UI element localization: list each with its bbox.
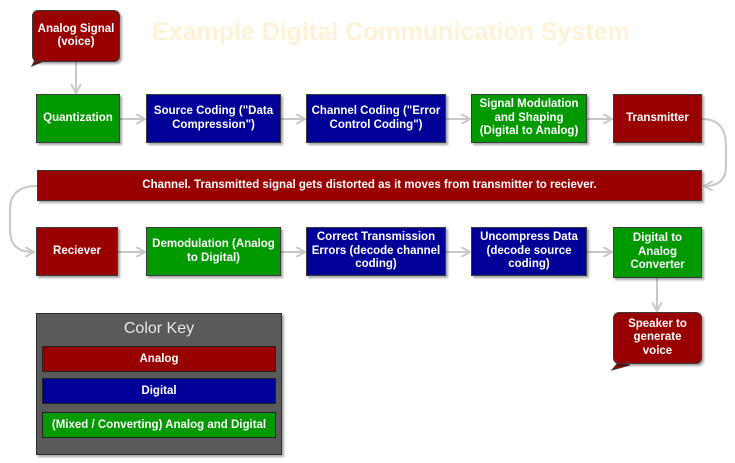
color-key-digital: Digital [42,378,276,404]
analog-signal-voice-box: Analog Signal (voice) [32,10,120,62]
digital-to-analog-converter-box: Digital to Analog Converter [613,227,702,278]
uncompress-data-box: Uncompress Data (decode source coding) [471,227,587,276]
correct-transmission-errors-box: Correct Transmission Errors (decode chan… [306,227,446,276]
transmitter-box: Transmitter [613,94,702,143]
demodulation-box: Demodulation (Analog to Digital) [146,227,281,276]
diagram-title: Example Digital Communication System [152,18,630,46]
color-key-title: Color Key [123,320,195,337]
color-key-analog: Analog [42,346,276,372]
arrow-transmitter-to-channel [701,118,727,186]
reciever-box: Reciever [36,227,118,276]
source-coding-box: Source Coding ("Data Compression") [146,94,281,143]
speaker-callout-tail [610,362,631,371]
channel-bar: Channel. Transmitted signal gets distort… [37,170,702,201]
signal-modulation-box: Signal Modulation and Shaping (Digital t… [471,94,587,143]
color-key-mixed: (Mixed / Converting) Analog and Digital [42,412,276,438]
channel-coding-box: Channel Coding ("Error Control Coding") [306,94,446,143]
arrow-channel-to-reciever [9,185,38,252]
color-key-panel: Color Key Analog Digital (Mixed / Conver… [36,313,282,455]
speaker-box: Speaker to generate voice [613,312,702,364]
quantization-box: Quantization [36,94,120,143]
